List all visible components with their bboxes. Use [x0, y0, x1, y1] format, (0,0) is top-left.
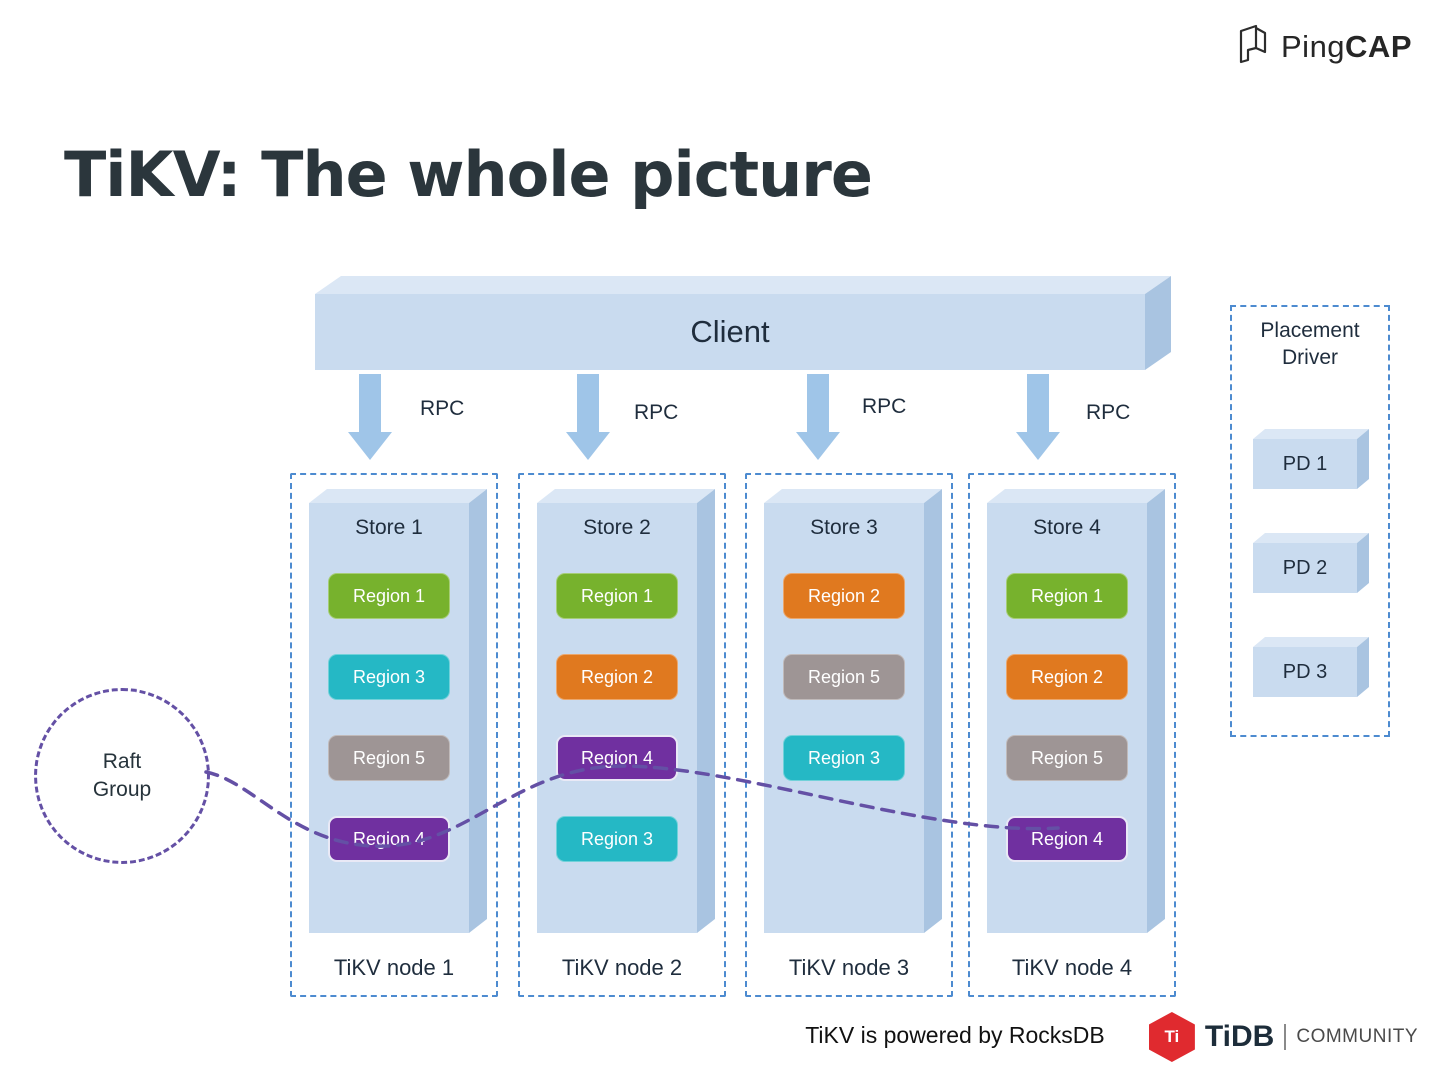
store-2-label: Store 2	[583, 516, 651, 539]
region-pill: Region 5	[328, 735, 450, 781]
client-box: Client	[315, 276, 1171, 370]
pd-2-box: PD 2	[1253, 533, 1369, 593]
pd-3-label: PD 3	[1253, 647, 1357, 697]
region-pill: Region 3	[556, 816, 678, 862]
store-4-box: Store 4 Region 1 Region 2 Region 5 Regio…	[987, 489, 1165, 933]
store-3-box: Store 3 Region 2 Region 5 Region 3	[764, 489, 942, 933]
pingcap-icon	[1231, 22, 1273, 71]
tidb-icon: Ti	[1148, 1012, 1195, 1062]
rpc-arrow-1	[348, 374, 392, 460]
rpc-arrow-4	[1016, 374, 1060, 460]
region-pill: Region 4	[556, 735, 678, 781]
tidb-community-logo: Ti TiDB COMMUNITY	[1148, 1012, 1418, 1062]
pingcap-logo: PingCAP	[1231, 22, 1412, 71]
region-pill: Region 1	[328, 573, 450, 619]
client-label: Client	[315, 294, 1145, 370]
raft-group-circle: Raft Group	[34, 688, 210, 864]
region-pill: Region 1	[556, 573, 678, 619]
tikv-node-4-group: Store 4 Region 1 Region 2 Region 5 Regio…	[968, 473, 1176, 997]
store-1-box: Store 1 Region 1 Region 3 Region 5 Regio…	[309, 489, 487, 933]
pd-1-label: PD 1	[1253, 439, 1357, 489]
node-1-label: TiKV node 1	[333, 955, 455, 980]
store-3-label: Store 3	[810, 516, 878, 539]
region-pill: Region 5	[1006, 735, 1128, 781]
tidb-community-text: COMMUNITY	[1296, 1026, 1418, 1047]
store-4-label: Store 4	[1033, 516, 1101, 539]
pd-3-box: PD 3	[1253, 637, 1369, 697]
region-pill: Region 2	[556, 654, 678, 700]
region-pill: Region 3	[328, 654, 450, 700]
tikv-node-3-group: Store 3 Region 2 Region 5 Region 3 TiKV …	[745, 473, 953, 997]
node-4-label: TiKV node 4	[1011, 955, 1133, 980]
region-pill: Region 3	[783, 735, 905, 781]
pingcap-wordmark: PingCAP	[1281, 28, 1412, 64]
node-2-label: TiKV node 2	[561, 955, 683, 980]
region-pill: Region 5	[783, 654, 905, 700]
rpc-label-1: RPC	[420, 397, 465, 420]
tikv-node-1-group: Store 1 Region 1 Region 3 Region 5 Regio…	[290, 473, 498, 997]
raft-group-label: Raft Group	[92, 750, 152, 801]
region-pill: Region 1	[1006, 573, 1128, 619]
placement-driver-title: Placement Driver	[1260, 319, 1360, 369]
region-pill: Region 2	[1006, 654, 1128, 700]
region-pill: Region 4	[1006, 816, 1128, 862]
region-pill: Region 4	[328, 816, 450, 862]
pd-1-box: PD 1	[1253, 429, 1369, 489]
tidb-wordmark: TiDB	[1204, 1020, 1275, 1053]
rpc-label-2: RPC	[634, 401, 679, 424]
tikv-node-2-group: Store 2 Region 1 Region 2 Region 4 Regio…	[518, 473, 726, 997]
node-3-label: TiKV node 3	[788, 955, 910, 980]
page-title: TiKV: The whole picture	[64, 138, 873, 211]
region-pill: Region 2	[783, 573, 905, 619]
store-1-label: Store 1	[355, 516, 423, 539]
footer-text: TiKV is powered by RocksDB	[805, 1022, 1105, 1048]
rpc-arrow-2	[566, 374, 610, 460]
placement-driver-group: Placement Driver PD 1 PD 2 PD 3	[1230, 305, 1390, 737]
store-2-box: Store 2 Region 1 Region 2 Region 4 Regio…	[537, 489, 715, 933]
rpc-label-3: RPC	[862, 395, 907, 418]
rpc-arrow-3	[796, 374, 840, 460]
rpc-label-4: RPC	[1086, 401, 1131, 424]
pd-2-label: PD 2	[1253, 543, 1357, 593]
tidb-divider	[1284, 1024, 1287, 1050]
